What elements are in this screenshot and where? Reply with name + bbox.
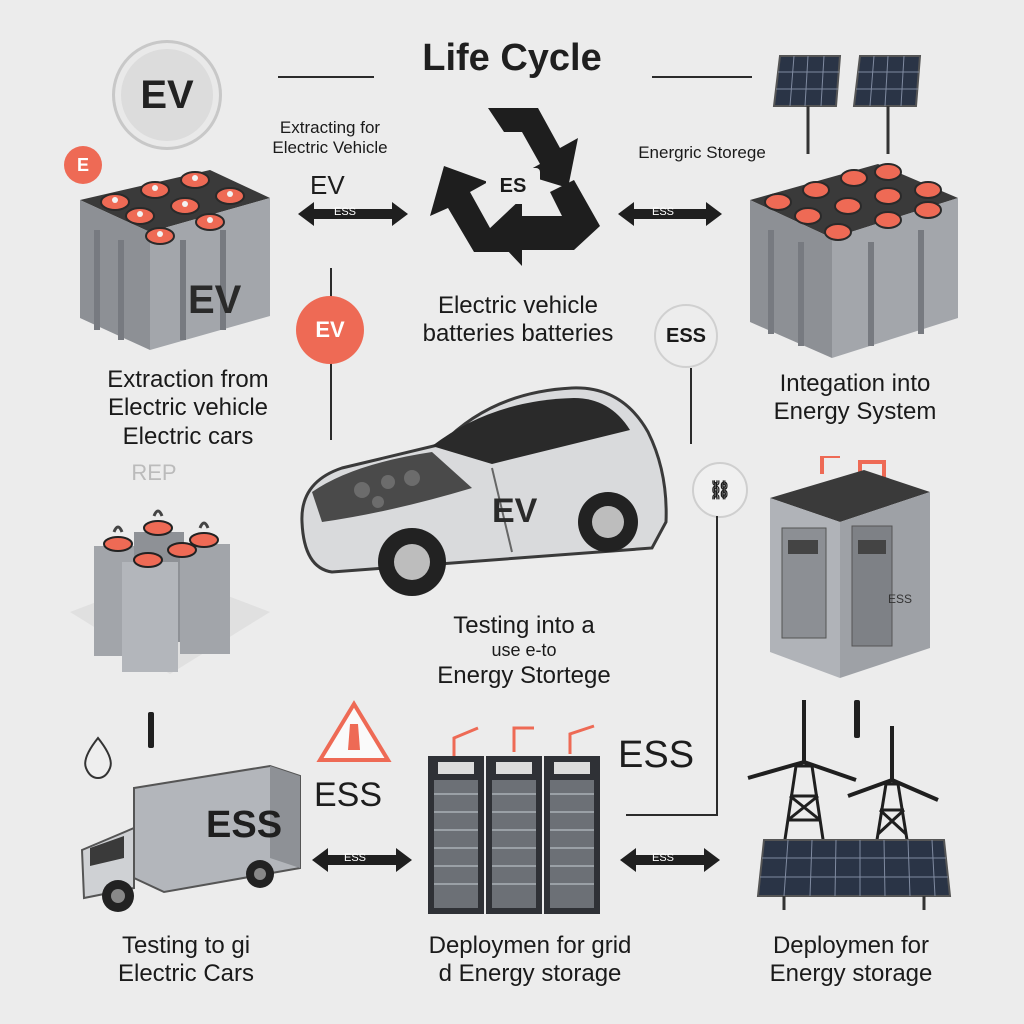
arrow-top-left-label: ESS: [334, 206, 357, 218]
arrow-bottom-right-label: ESS: [652, 852, 675, 864]
wind-turbine-icon: [744, 696, 954, 916]
ess-mid-badge: ESS: [654, 304, 718, 368]
ev-badge-label: EV: [140, 72, 194, 117]
arrow-bottom-right: ESS: [620, 846, 720, 874]
testing-center-line-2: use e-to: [491, 640, 557, 661]
ess-right-label: ESS: [618, 734, 695, 776]
e-badge-label: E: [76, 154, 89, 175]
testing-center-line-1: Testing into a: [453, 612, 595, 639]
deploy-grid-label: Deploymen for grid d Energy storage: [380, 932, 680, 989]
center-battery-line-2: batteries batteries: [422, 320, 614, 348]
rep-label: REP: [131, 460, 177, 485]
connector-right-long: [716, 516, 718, 816]
recycle-center-badge: ES: [486, 168, 540, 204]
deploy-grid-line-1: Deploymen for grid: [428, 932, 632, 959]
integration-line-2: Energy System: [773, 398, 937, 426]
energric-label: Energric Storege: [638, 143, 766, 162]
solar-panel-icon: [770, 50, 940, 160]
car-ev-label: EV: [492, 492, 538, 530]
testing-center-label: Testing into a use e-to Energy Stortege: [404, 612, 644, 690]
ess-warning-label: ESS: [314, 776, 383, 814]
integration-line-1: Integation into: [779, 370, 931, 397]
extraction-line-3: Electric cars: [122, 422, 254, 450]
ev-mid-badge: EV: [296, 296, 364, 364]
extracting-line-1: Extracting for: [279, 118, 381, 137]
drop-icon: [80, 736, 116, 780]
title-connector-right: [652, 76, 752, 78]
truck-icon: ESS: [74, 758, 304, 918]
testing-bottom-label: Testing to gi Electric Cars: [66, 932, 306, 989]
ess-mid-label: ESS: [665, 324, 707, 347]
rack-icon: [424, 722, 604, 918]
ev-mid-label: EV: [315, 317, 345, 342]
testing-bottom-line-2: Electric Cars: [117, 960, 255, 988]
stem-right: [854, 700, 860, 738]
arrow-top-right: ESS: [618, 200, 722, 228]
recycle-center-label: ES: [499, 174, 527, 197]
testing-center-line-3: Energy Stortege: [437, 661, 611, 689]
connector-right-vertical: [690, 368, 692, 444]
battery-pack-label: EV: [188, 278, 242, 322]
testing-bottom-line-1: Testing to gi: [121, 932, 251, 959]
page-title: Life Cycle: [422, 37, 602, 79]
ess-cabinet-icon: ESS: [764, 456, 934, 686]
extraction-line-2: Electric vehicle: [107, 394, 269, 422]
battery-pack-icon: EV: [60, 150, 280, 355]
stem-left: [148, 712, 154, 748]
deploy-grid-line-2: d Energy storage: [438, 960, 622, 988]
connector-right-hook: [626, 814, 718, 816]
arrow-bottom-left: ESS: [312, 846, 412, 874]
extraction-label: Extraction from Electric vehicle Electri…: [68, 366, 308, 451]
arrow-top-left: ESS: [298, 200, 408, 228]
integration-label: Integation into Energy System: [740, 370, 970, 427]
arrow-bottom-left-label: ESS: [344, 852, 367, 864]
center-battery-line-1: Electric vehicle: [437, 292, 599, 319]
extracting-ev-tag: EV: [310, 170, 345, 200]
warning-icon: [316, 700, 392, 764]
battery-pack-right-icon: [738, 150, 968, 365]
deploy-energy-line-2: Energy storage: [769, 960, 933, 988]
recycle-icon: ES: [418, 96, 608, 271]
extracting-label: Extracting for Electric Vehicle: [240, 118, 420, 158]
ev-badge: EV: [112, 40, 222, 150]
connector-node-icon: ⛓: [692, 462, 748, 518]
ess-cabinet-label: ESS: [888, 592, 913, 606]
extracting-line-2: Electric Vehicle: [272, 138, 388, 158]
arrow-top-right-label: ESS: [652, 206, 675, 218]
deploy-energy-line-1: Deploymen for: [772, 932, 930, 959]
truck-ess-label: ESS: [206, 804, 283, 846]
extraction-line-1: Extraction from: [107, 366, 269, 393]
center-battery-label: Electric vehicle batteries batteries: [398, 292, 638, 349]
car-icon: EV: [292, 372, 672, 612]
title-connector-left: [278, 76, 374, 78]
deploy-energy-label: Deploymen for Energy storage: [726, 932, 976, 989]
battery-cells-icon: [70, 492, 270, 692]
e-badge: E: [64, 146, 102, 184]
